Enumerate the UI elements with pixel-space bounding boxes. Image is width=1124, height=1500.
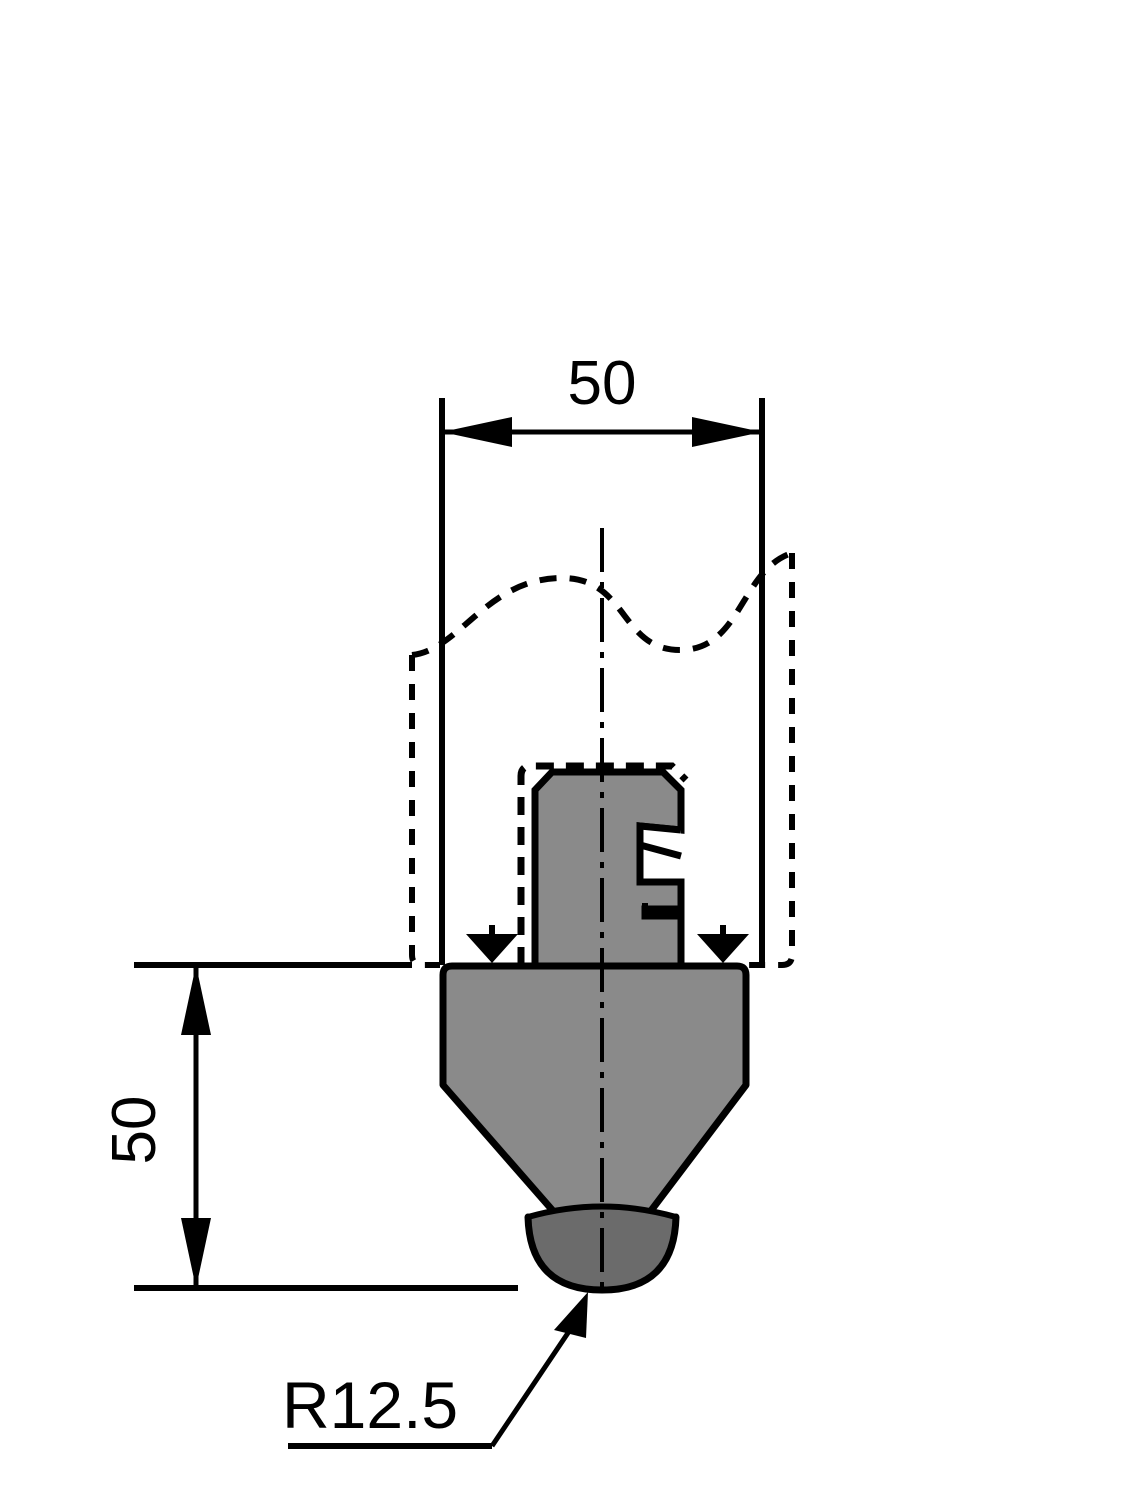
radius-annotation-group: R12.5 [282,1292,588,1449]
shank-notch-vgroove [636,822,682,860]
break-line-wavy [411,550,794,658]
radius-leader-diagonal [489,1316,581,1448]
dim-height-arrow-bottom [181,1218,211,1288]
dim-height-value: 50 [100,1096,169,1165]
radius-annotation-label: R12.5 [282,1368,458,1442]
dim-width-arrow-left [442,417,512,447]
dimension-width-group: 50 [439,349,765,965]
reference-outline-left [409,655,440,968]
dimension-height-group: 50 [100,962,518,1291]
reference-outline-right [748,553,795,968]
shank-reference-outline [517,762,689,965]
punch-body-group [439,768,750,1294]
reference-outline-group [409,550,795,968]
dim-width-arrow-right [692,417,762,447]
punch-shank-outline [531,768,685,970]
punch-tip-arc [524,1213,680,1294]
dim-width-value: 50 [568,349,637,418]
shoulder-marker-right [697,925,749,963]
shoulder-marker-left [466,925,518,963]
radius-leader-arrowhead [554,1292,588,1338]
shoulder-marker-group [466,925,749,963]
tip-radius-chord [525,1203,679,1220]
shank-notch-step [642,903,681,919]
dim-height-arrow-top [181,965,211,1035]
